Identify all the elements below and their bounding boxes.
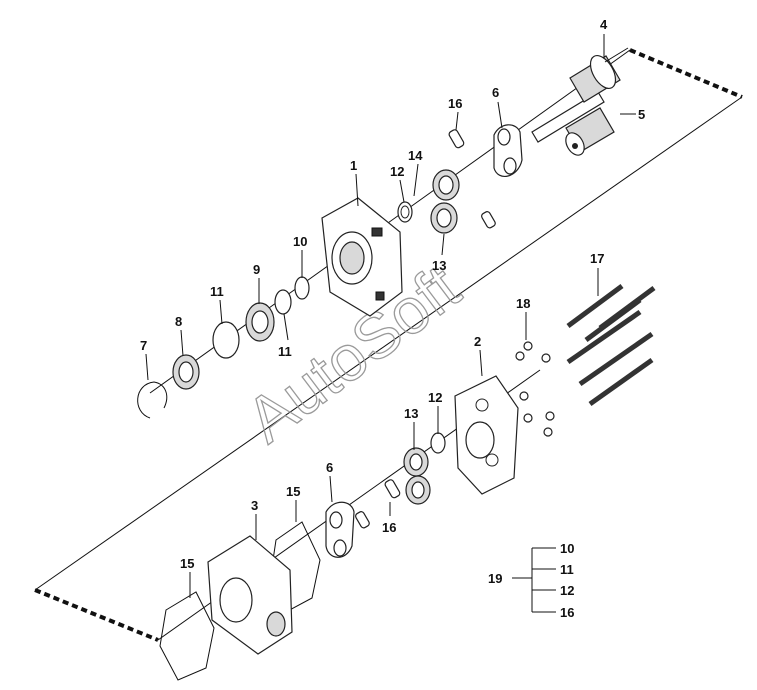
- callout-1: 1: [350, 158, 357, 173]
- callout-2: 2: [474, 334, 481, 349]
- callout-7: 7: [140, 338, 147, 353]
- callout-12: 12: [428, 390, 442, 405]
- small-ring-lower: [430, 432, 446, 454]
- callout-13: 13: [432, 258, 446, 273]
- ball-bearing: [172, 354, 200, 390]
- mounting-flange: [321, 197, 403, 317]
- dowel-pins-lower: [355, 479, 401, 529]
- rear-gasket: [159, 591, 215, 681]
- kit-item-11: 11: [560, 562, 574, 577]
- pump-body: [207, 535, 293, 655]
- needle-bearings-upper: [430, 169, 460, 234]
- kit-item-12: 12: [560, 583, 574, 598]
- dashed-frame: [34, 48, 743, 642]
- callout-3: 3: [251, 498, 258, 513]
- retaining-ring: [137, 381, 168, 419]
- dowel-pins-upper: [448, 129, 496, 229]
- callout-15: 16: [382, 520, 396, 535]
- callout-5: 5: [638, 107, 645, 122]
- callout-13: 13: [404, 406, 418, 421]
- small-ring-upper: [397, 201, 413, 223]
- leader-lines: [145, 34, 636, 598]
- seal-carrier: [245, 302, 275, 342]
- drive-gear-shaft: [531, 47, 629, 143]
- washers: [515, 341, 555, 437]
- bearing-block-lower: [325, 501, 355, 558]
- kit-bracket: 19 10 11 12 16: [488, 541, 574, 620]
- bearing-block-upper: [493, 124, 523, 177]
- shaft-seal: [294, 276, 310, 300]
- callouts: 4 5 6 16 14 12 1 13 10 9 11 11 8 7 17 18…: [140, 17, 645, 571]
- kit-item-10: 10: [560, 541, 574, 556]
- callout-11: 11: [278, 344, 292, 359]
- needle-bearings-lower: [403, 447, 431, 505]
- callout-16: 15: [286, 484, 300, 499]
- callout-6: 6: [326, 460, 333, 475]
- kit-item-16: 16: [560, 605, 574, 620]
- bolts: [566, 283, 656, 407]
- callout-9: 9: [253, 262, 260, 277]
- kit-label: 19: [488, 571, 502, 586]
- callout-8: 8: [175, 314, 182, 329]
- callout-14: 14: [408, 148, 423, 163]
- callout-10: 10: [293, 234, 307, 249]
- callout-16: 15: [180, 556, 194, 571]
- callout-15: 16: [448, 96, 462, 111]
- callout-12: 12: [390, 164, 404, 179]
- callout-11: 11: [210, 284, 224, 299]
- rear-cover: [454, 375, 519, 495]
- callout-4: 4: [600, 17, 608, 32]
- callout-6: 6: [492, 85, 499, 100]
- driven-gear: [565, 107, 615, 156]
- callout-17: 17: [590, 251, 604, 266]
- o-rings-front: [212, 289, 292, 359]
- callout-18: 18: [516, 296, 530, 311]
